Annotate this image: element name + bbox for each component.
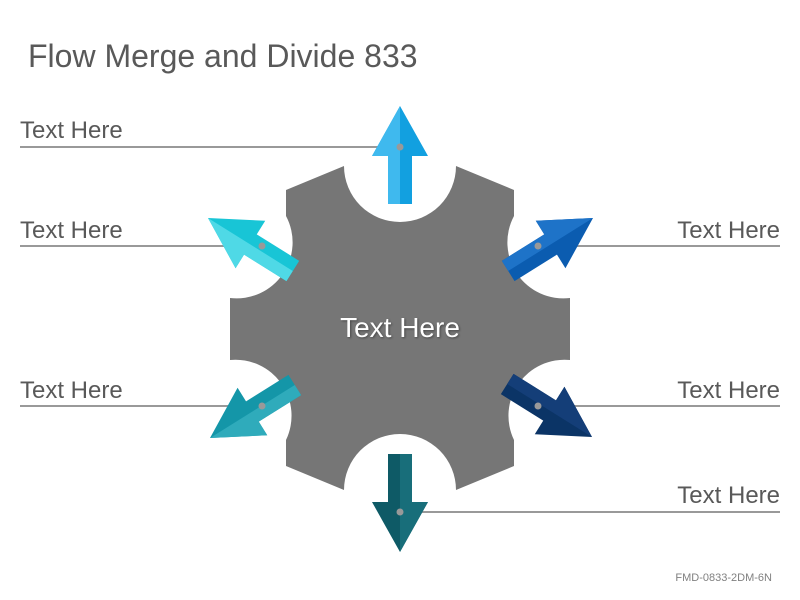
connector-dot-upper-left (258, 242, 266, 250)
arrow-lower-left-shape (210, 374, 302, 438)
center-label: Text Here (340, 312, 460, 343)
center-hub (230, 166, 570, 490)
connector-dot-lower-left (258, 402, 266, 410)
arrow-upper-left (208, 218, 300, 282)
label-lower-left: Text Here (20, 377, 123, 404)
label-top: Text Here (20, 117, 123, 144)
label-upper-left: Text Here (20, 217, 123, 244)
connector-dot-top (396, 143, 404, 151)
connector-dot-bottom (396, 508, 404, 516)
label-lower-right: Text Here (677, 377, 780, 404)
arrow-bottom (372, 454, 428, 552)
arrow-lower-right (500, 373, 592, 437)
arrow-top (372, 106, 428, 204)
connector-dot-lower-right (534, 402, 542, 410)
connector-dot-upper-right (534, 242, 542, 250)
footer-code: FMD-0833-2DM-6N (675, 572, 772, 584)
page-title: Flow Merge and Divide 833 (28, 38, 418, 74)
arrow-upper-right-shape (501, 218, 593, 282)
arrow-upper-right (501, 218, 593, 282)
label-upper-right: Text Here (677, 217, 780, 244)
arrow-lower-left (210, 374, 302, 438)
label-bottom: Text Here (677, 482, 780, 509)
